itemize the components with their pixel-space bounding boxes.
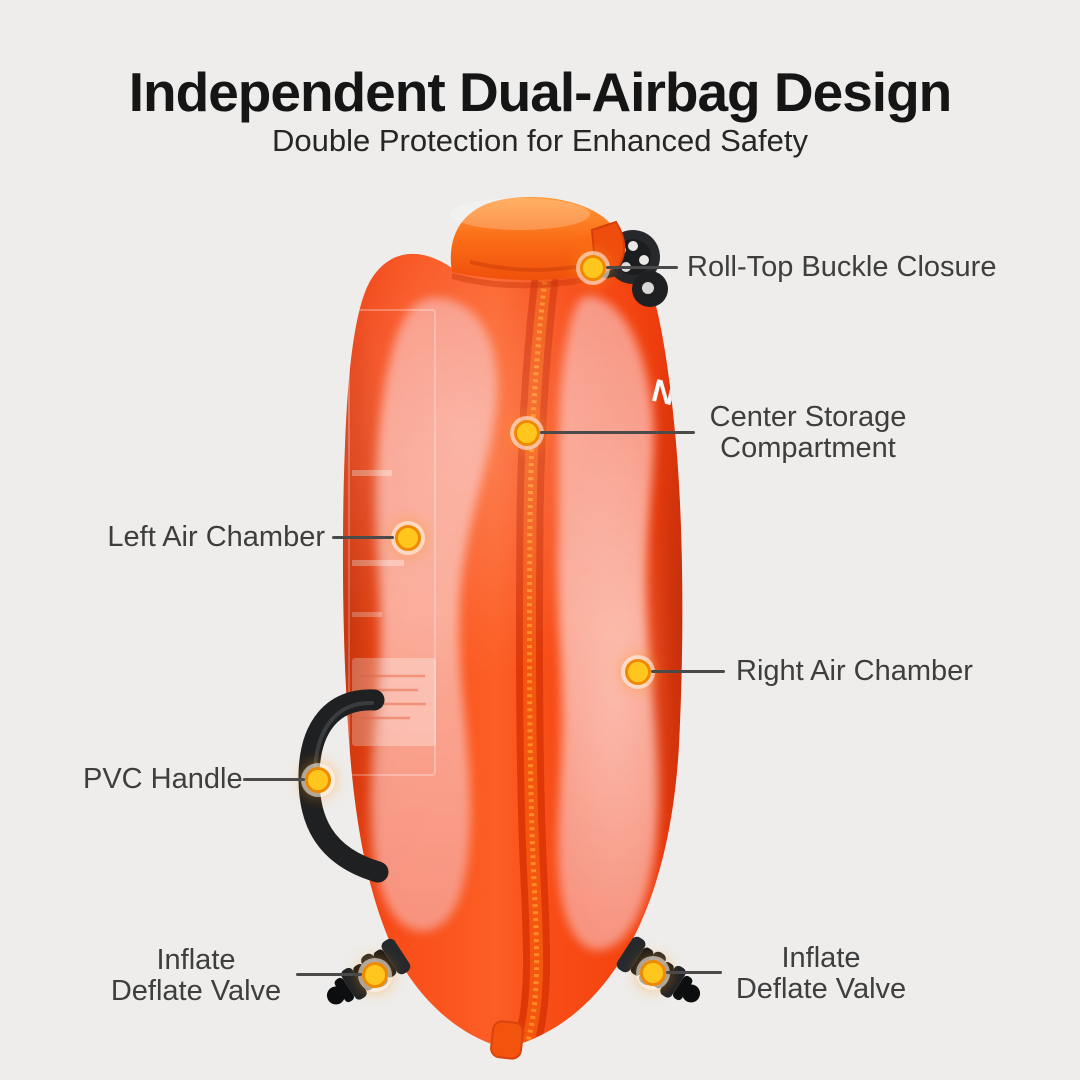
callout-valve-left-line2: Deflate Valve <box>110 975 282 1007</box>
callout-pvc-handle-label: PVC Handle <box>83 763 243 795</box>
roll-top-closure <box>450 196 626 281</box>
callout-valve-left-line1: Inflate <box>156 944 236 976</box>
valve-right-dot <box>640 960 666 986</box>
valve-left-dot <box>362 962 388 988</box>
callout-right-chamber-label: Right Air Chamber <box>736 655 973 687</box>
callout-roll-top: Roll-Top Buckle Closure <box>687 252 996 283</box>
right-chamber-line <box>651 670 725 673</box>
callout-pvc-handle: PVC Handle <box>83 764 243 795</box>
left-chamber-line <box>332 536 394 539</box>
valve-right-line <box>666 971 722 974</box>
buoy-surface-details: N <box>342 251 683 1048</box>
callout-left-chamber: Left Air Chamber <box>60 522 325 553</box>
callout-roll-top-label: Roll-Top Buckle Closure <box>687 251 997 283</box>
valve-left-line <box>296 973 362 976</box>
callout-right-chamber: Right Air Chamber <box>736 656 973 687</box>
right-edge-shade <box>643 290 683 950</box>
left-edge-shade <box>342 280 392 1000</box>
bottom-seam-tab <box>490 1020 524 1060</box>
pvc-handle-dot <box>305 767 331 793</box>
callout-valve-left: Inflate Deflate Valve <box>96 945 296 1007</box>
callout-center-storage: Center Storage Compartment <box>688 402 928 464</box>
callout-left-chamber-label: Left Air Chamber <box>107 521 325 553</box>
pvc-handle-highlight <box>313 700 374 774</box>
roll-top-line <box>606 266 678 269</box>
center-storage-line <box>540 431 695 434</box>
callout-center-storage-line2: Compartment <box>720 432 896 464</box>
callout-valve-right-line2: Deflate Valve <box>735 973 907 1005</box>
callout-center-storage-line1: Center Storage <box>709 401 907 433</box>
roll-top-dot <box>580 255 606 281</box>
callout-valve-right: Inflate Deflate Valve <box>721 943 921 1005</box>
center-storage-dot <box>514 420 540 446</box>
callout-valve-right-line1: Inflate <box>781 942 861 974</box>
page-subtitle: Double Protection for Enhanced Safety <box>272 123 808 158</box>
right-chamber-dot <box>625 659 651 685</box>
page-title: Independent Dual-Airbag Design <box>128 61 953 123</box>
left-chamber-dot <box>395 525 421 551</box>
pvc-handle-line <box>243 778 305 781</box>
